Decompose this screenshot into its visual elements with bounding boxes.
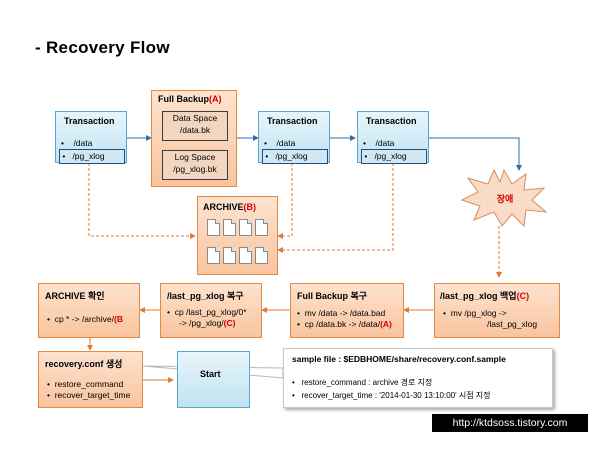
xlog-restore-line2: -> /pg_xlog/(C) (179, 318, 236, 328)
archive-check-title: ARCHIVE 확인 (45, 291, 105, 301)
sample-line2: • recover_target_time : '2014-01-30 13:1… (292, 391, 491, 400)
failure-label: 장애 (497, 193, 514, 205)
dash-t1-archive (88, 163, 196, 239)
xlog-restore-title: /last_pg_xlog 복구 (167, 291, 244, 301)
transaction-title: Transaction (366, 116, 417, 126)
transaction-item-data: • /data (61, 138, 93, 148)
full-backup-box: Full Backup(A) Data Space/data.bk Log Sp… (151, 90, 237, 187)
transaction-item-pgxlog: • /pg_xlog (262, 149, 328, 164)
xlog-backup-box: /last_pg_xlog 백업(C) • mv /pg_xlog -> /la… (434, 283, 560, 338)
transaction-box-1: Transaction • /data • /pg_xlog (55, 111, 127, 164)
archive-file-icon (223, 219, 236, 236)
full-backup-restore-title: Full Backup 복구 (297, 291, 368, 301)
recovery-conf-title: recovery.conf 생성 (45, 359, 123, 369)
archive-file-icon (207, 219, 220, 236)
start-box: Start (177, 351, 250, 408)
transaction-item-pgxlog: • /pg_xlog (59, 149, 125, 164)
failure-burst-icon: 장애 (460, 168, 548, 228)
archive-file-icon (239, 247, 252, 264)
xlog-backup-line1: • mv /pg_xlog -> (443, 308, 507, 318)
full-backup-title: Full Backup(A) (158, 94, 222, 104)
start-label: Start (200, 369, 221, 379)
xlog-backup-line2: /last_pg_xlog (487, 319, 538, 329)
archive-file-icon (223, 247, 236, 264)
transaction-item-data: • /data (264, 138, 296, 148)
recovery-conf-item-restore: • restore_command (47, 379, 124, 389)
full-backup-restore-box: Full Backup 복구 • mv /data -> /data.bad •… (290, 283, 404, 338)
archive-file-icon (255, 247, 268, 264)
archive-check-box: ARCHIVE 확인 • cp * -> /archive/(B (38, 283, 140, 338)
transaction-item-data: • /data (363, 138, 395, 148)
recovery-conf-box: recovery.conf 생성 • restore_command • rec… (38, 351, 143, 408)
archive-file-icon (255, 219, 268, 236)
archive-file-icon (239, 219, 252, 236)
full-backup-restore-line1: • mv /data -> /data.bad (297, 308, 386, 318)
data-space-box: Data Space/data.bk (162, 111, 228, 141)
arrow-t3-failure (429, 137, 522, 171)
log-space-box: Log Space/pg_xlog.bk (162, 150, 228, 180)
recovery-conf-item-target: • recover_target_time (47, 390, 131, 400)
watermark-url: http://ktdsoss.tistory.com (432, 414, 588, 432)
sample-title: sample file : $EDBHOME/share/recovery.co… (292, 354, 506, 364)
sample-line1: • restore_command : archive 경로 지정 (292, 378, 433, 387)
transaction-title: Transaction (64, 116, 115, 126)
xlog-restore-box: /last_pg_xlog 복구 • cp /last_pg_xlog/0* -… (160, 283, 262, 338)
page-title: - Recovery Flow (35, 38, 170, 57)
archive-title: ARCHIVE(B) (203, 202, 257, 212)
dash-t2-archive (277, 163, 293, 239)
xlog-backup-title: /last_pg_xlog 백업(C) (440, 291, 530, 301)
transaction-title: Transaction (267, 116, 318, 126)
sample-file-callout: sample file : $EDBHOME/share/recovery.co… (283, 348, 553, 408)
xlog-restore-line1: • cp /last_pg_xlog/0* (167, 307, 247, 317)
archive-file-icon (207, 247, 220, 264)
transaction-box-2: Transaction • /data • /pg_xlog (258, 111, 330, 164)
archive-check-item: • cp * -> /archive/(B (47, 314, 123, 324)
transaction-box-3: Transaction • /data • /pg_xlog (357, 111, 429, 164)
transaction-item-pgxlog: • /pg_xlog (361, 149, 427, 164)
archive-box: ARCHIVE(B) (197, 196, 278, 275)
full-backup-restore-line2: • cp /data.bk -> /data/(A) (297, 319, 392, 329)
dash-t3-archive (277, 163, 394, 253)
